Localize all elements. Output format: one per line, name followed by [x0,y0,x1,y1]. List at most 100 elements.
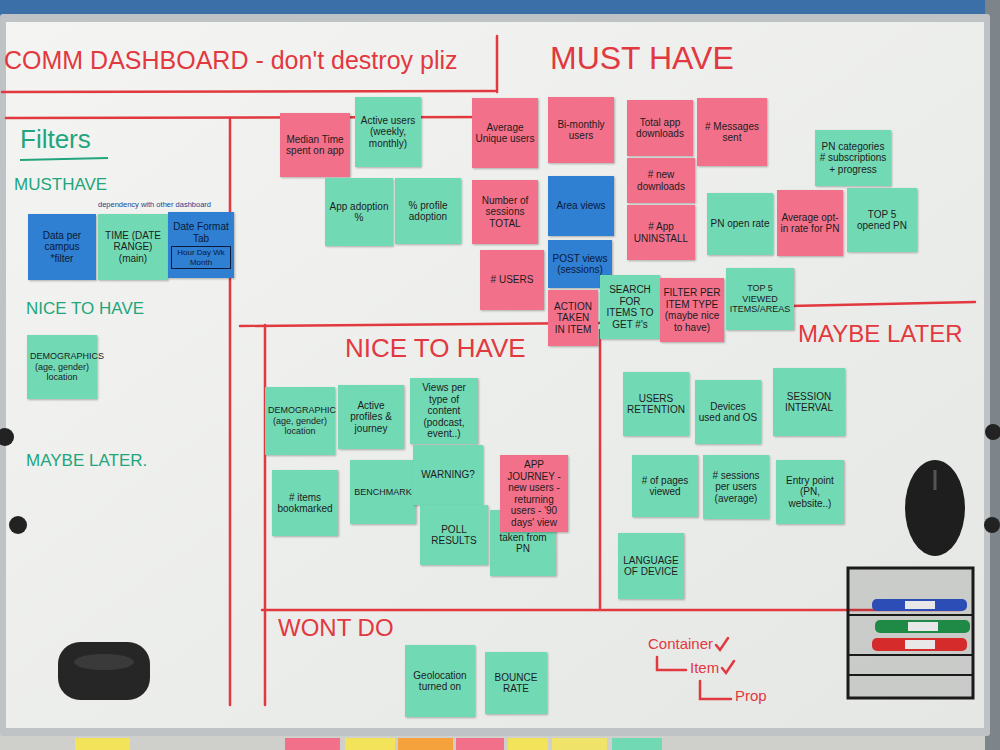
sticky-note: Median Time spent on app [280,113,350,177]
board-title: COMM DASHBOARD - don't destroy pliz [4,48,458,73]
hierarchy-label: Item [690,660,719,675]
board-surface [6,22,984,728]
note-text: % profile adoption [398,200,458,223]
note-text: Median Time spent on app [283,134,347,157]
note-text: # Messages sent [700,121,764,144]
tray-frame [848,568,973,698]
region-heading: WONT DO [278,616,394,640]
note-text: SEARCH FOR ITEMS TO GET #'s [603,284,657,330]
region-heading: MAYBE LATER [798,322,962,346]
eraser-top [74,654,134,670]
marker-label [908,622,938,631]
marker-label [905,640,935,649]
note-text: PN categories # subscriptions + progress [818,141,888,176]
note-text: Bi-monthly users [551,119,611,142]
sticky-note: Area views [548,176,614,236]
divider-line [790,302,975,306]
mouse-body [905,460,965,556]
note-text: DEMOGRAPHIC (age, gender) location [268,405,332,436]
hierarchy-bracket [657,657,686,670]
note-text: Total app downloads [630,117,690,140]
tick-mark [716,638,728,650]
note-text: # sessions per users (average) [706,470,766,505]
sticky-edge [285,738,340,750]
sticky-note: # of pages viewed [632,455,698,517]
marker-lines [2,36,975,705]
note-text: Date Format Tab [171,221,231,244]
note-text: BENCHMARK [354,487,412,497]
sticky-note: POLL RESULTS [420,505,488,565]
sticky-edge [508,738,548,750]
sticky-note: Active users (weekly, monthly) [355,97,421,167]
note-text: *filter [51,253,74,265]
section-heading: NICE TO HAVE [26,300,144,317]
note-text: # of pages viewed [635,475,695,498]
sticky-note: % profile adoption [395,178,461,244]
magnet [984,517,1000,533]
sticky-note: TOP 5 VIEWED ITEMS/AREAS [726,268,794,330]
note-text: # items bookmarked [275,492,335,515]
divider-line [229,118,232,705]
sticky-note: USERS RETENTION [623,372,689,436]
note-text: Geolocation turned on [408,670,472,693]
note-text: Entry point (PN, website..) [779,475,841,510]
sticky-note: FILTER PER ITEM TYPE (maybe nice to have… [660,278,724,342]
note-text: PN open rate [711,218,770,230]
note-text: taken from PN [493,532,553,555]
marker-tray [848,568,973,698]
sticky-note: Active profiles & journey [338,385,404,449]
sticky-note: # Messages sent [697,98,767,166]
sticky-note: App adoption % [325,178,393,246]
sticky-edge [345,738,395,750]
sticky-note: WARNING? [413,445,483,505]
note-text: TIME (DATE RANGE) [101,230,165,253]
sticky-edge [456,738,504,750]
note-text: # USERS [491,274,534,286]
note-text: ACTION TAKEN IN ITEM [551,301,595,336]
window-strip [0,0,1000,16]
note-text: BOUNCE RATE [488,672,544,695]
note-text: SESSION INTERVAL [776,391,842,414]
sticky-note: # new downloads [627,158,695,203]
divider-line [599,330,602,608]
sticky-note: LANGUAGE OF DEVICE [618,533,684,599]
blue-marker [872,599,967,611]
title-border [496,36,499,92]
mouse [905,460,965,556]
note-text: APP JOURNEY - new users - returning user… [503,459,565,528]
sticky-note: APP JOURNEY - new users - returning user… [500,455,568,532]
sticky-note: Devices used and OS [695,380,761,444]
sticky-note: Views per type of content (podcast, even… [410,378,478,444]
note-text: Average Unique users [475,122,535,145]
note-text: POLL RESULTS [423,524,485,547]
sticky-note: Date Format TabHour Day Wk Month [168,212,234,278]
note-text: # new downloads [630,169,692,192]
magnet [985,424,1000,440]
marker-label [905,601,935,609]
magnets [0,424,1000,534]
note-text: Number of sessions TOTAL [475,195,535,230]
mouse-wheel [934,470,937,490]
sticky-note: Bi-monthly users [548,97,614,163]
note-text: Average opt-in rate for PN [780,212,840,235]
background-stickies [75,738,662,750]
magnet [0,428,14,446]
sticky-note: # sessions per users (average) [703,455,769,519]
sticky-note: Geolocation turned on [405,645,475,717]
hierarchy-label: Container [648,636,713,651]
sticky-note: PN open rate [707,193,773,255]
note-text: FILTER PER ITEM TYPE (maybe nice to have… [663,287,721,333]
red-marker [872,638,967,651]
priority-region: NICE TO HAVEDEMOGRAPHIC (age, gender) lo… [258,330,598,608]
note-text: # App UNINSTALL [630,221,692,244]
sticky-note: # items bookmarked [272,470,338,536]
sticky-note: PN categories # subscriptions + progress [815,130,891,186]
sticky-note: Data per campus*filter [28,214,96,280]
note-text: DEMOGRAPHICS (age, gender) location [30,351,94,382]
note-text: WARNING? [421,469,475,481]
sticky-note: ACTION TAKEN IN ITEM [548,290,598,346]
note-text: USERS RETENTION [626,393,686,416]
divider-line [264,325,267,705]
divider-line [6,117,500,118]
